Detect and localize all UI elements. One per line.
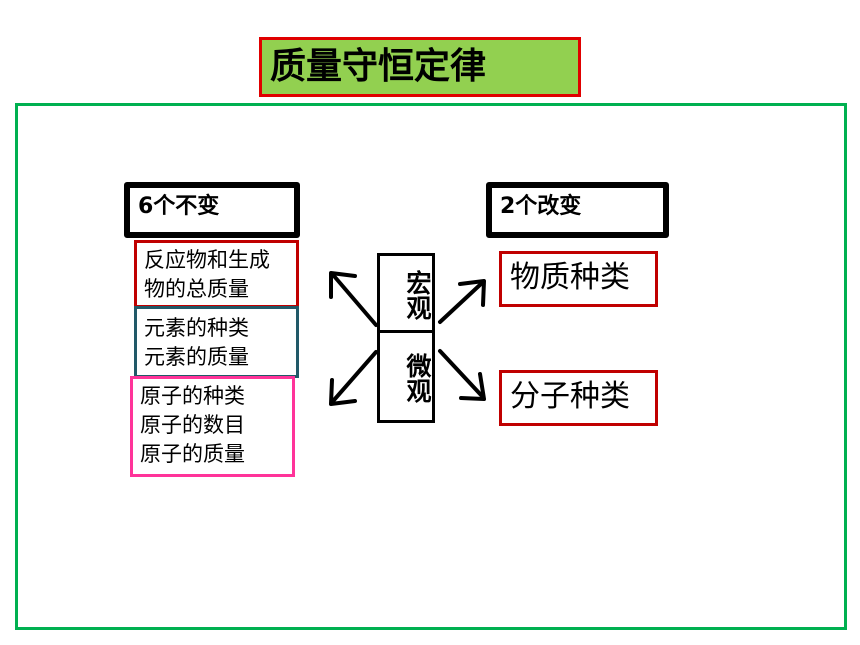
element-line: 元素的种类 xyxy=(144,316,249,340)
atom-line: 原子的质量 xyxy=(140,442,245,466)
micro-label: 微观 xyxy=(403,353,432,403)
element-line: 元素的质量 xyxy=(144,345,249,369)
atom-line: 原子的种类 xyxy=(140,384,245,408)
macro-micro-box: 宏观 微观 xyxy=(377,253,435,423)
element-box: 元素的种类 元素的质量 xyxy=(134,306,299,378)
atom-line: 原子的数目 xyxy=(140,413,245,437)
diagram-frame xyxy=(15,103,847,630)
total-mass-line: 物的总质量 xyxy=(144,277,249,301)
molecule-type-box: 分子种类 xyxy=(499,370,658,426)
atom-box: 原子的种类 原子的数目 原子的质量 xyxy=(130,376,295,477)
total-mass-box: 反应物和生成 物的总质量 xyxy=(134,240,299,308)
unchanged-header: 6个不变 xyxy=(124,182,300,238)
macro-label: 宏观 xyxy=(403,270,432,320)
macro-micro-divider xyxy=(380,330,432,333)
page-title: 质量守恒定律 xyxy=(259,37,581,97)
changed-header: 2个改变 xyxy=(486,182,669,238)
total-mass-line: 反应物和生成 xyxy=(144,248,270,272)
substance-type-box: 物质种类 xyxy=(499,251,658,307)
